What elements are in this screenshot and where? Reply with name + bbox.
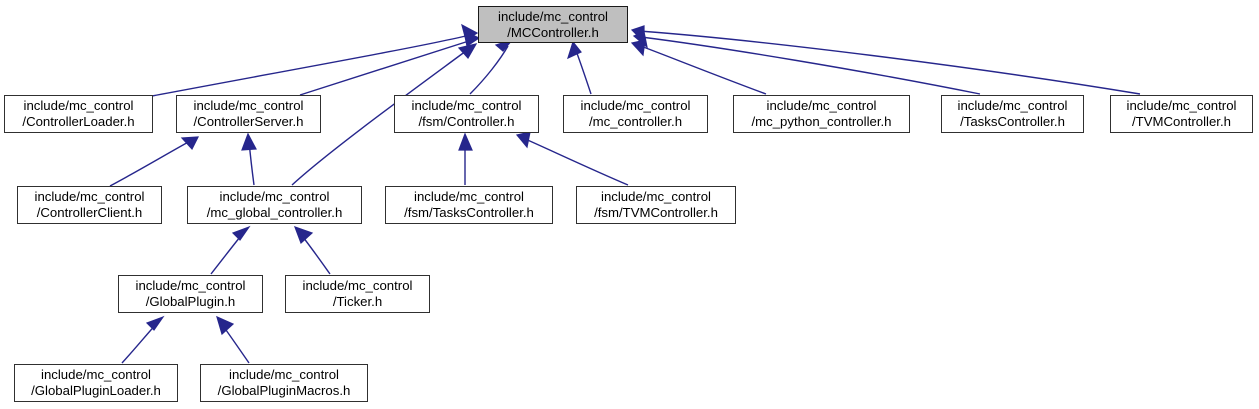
node-label-line2: /ControllerClient.h [36, 205, 143, 220]
arrowhead-globalpluginmacros-to-globalplugin [216, 315, 235, 336]
node-mccontroller[interactable]: include/mc_control/MCController.h [478, 6, 628, 43]
node-label-line1: include/mc_control [411, 98, 522, 114]
node-label-line1: include/mc_control [135, 278, 246, 294]
node-controllerserver[interactable]: include/mc_control/ControllerServer.h [176, 95, 321, 133]
node-label-line1: include/mc_control [766, 98, 877, 114]
edge-globalplugin-to-mcglobalcontroller [210, 231, 245, 275]
node-globalpluginloader[interactable]: include/mc_control/GlobalPluginLoader.h [14, 364, 178, 402]
node-label-line2: /Ticker.h [332, 294, 383, 309]
arrowhead-mccontroller_lc-to-mccontroller [567, 40, 582, 60]
node-globalpluginmacros[interactable]: include/mc_control/GlobalPluginMacros.h [200, 364, 368, 402]
edge-taskscontroller-to-mccontroller [640, 36, 981, 95]
node-label-line1: include/mc_control [498, 8, 608, 24]
node-label-line1: include/mc_control [302, 278, 413, 294]
node-label-line2: /TVMController.h [1132, 114, 1231, 129]
node-label-line2: /mc_python_controller.h [751, 114, 892, 129]
node-fsmtaskscontroller[interactable]: include/mc_control/fsm/TasksController.h [385, 186, 553, 224]
node-label-line2: /fsm/TasksController.h [404, 205, 534, 220]
node-globalplugin[interactable]: include/mc_control/GlobalPlugin.h [118, 275, 263, 313]
node-label-line2: /MCController.h [507, 24, 599, 40]
node-label-line1: include/mc_control [414, 189, 524, 205]
arrowhead-controllerserver-to-mccontroller [463, 29, 481, 47]
arrowhead-fsmtvmcontroller-to-fsmcontroller [515, 131, 531, 149]
arrowhead-mcglobalcontroller-to-controllerserver [241, 132, 257, 151]
edge-fsmcontroller-to-mccontroller [469, 45, 509, 95]
edge-controllerclient-to-controllerserver [109, 139, 193, 187]
node-label-line1: include/mc_control [601, 189, 711, 205]
edge-mcpythoncontroller-to-mccontroller [637, 44, 767, 95]
edge-ticker-to-mcglobalcontroller [298, 231, 331, 275]
node-label-line2: /mc_controller.h [588, 114, 683, 129]
edge-fsmtvmcontroller-to-fsmcontroller [522, 137, 629, 186]
node-controllerloader[interactable]: include/mc_control/ControllerLoader.h [4, 95, 153, 133]
node-fsmtvmcontroller[interactable]: include/mc_control/fsm/TVMController.h [576, 186, 736, 224]
arrowhead-controllerclient-to-controllerserver [180, 136, 200, 151]
arrowhead-mcglobalcontroller-to-mccontroller [457, 43, 478, 60]
node-label-line1: include/mc_control [219, 189, 330, 205]
edge-tvmcontroller-to-mccontroller [638, 30, 1141, 95]
arrowhead-ticker-to-mcglobalcontroller [293, 226, 314, 245]
node-label-line1: include/mc_control [580, 98, 691, 114]
node-label-line1: include/mc_control [193, 98, 304, 114]
edge-controllerserver-to-mccontroller [299, 39, 473, 96]
node-label-line2: /ControllerServer.h [193, 114, 304, 129]
node-controllerclient[interactable]: include/mc_control/ControllerClient.h [17, 186, 162, 224]
edge-globalpluginloader-to-globalplugin [121, 321, 159, 364]
node-label-line1: include/mc_control [23, 98, 134, 114]
node-taskscontroller[interactable]: include/mc_control/TasksController.h [941, 95, 1084, 133]
node-label-line1: include/mc_control [34, 189, 145, 205]
arrowhead-globalpluginloader-to-globalplugin [145, 315, 165, 331]
node-fsmcontroller[interactable]: include/mc_control/fsm/Controller.h [394, 95, 539, 133]
edge-mcglobalcontroller-to-controllerserver [248, 140, 255, 186]
arrowhead-controllerloader-to-mccontroller [461, 23, 479, 41]
edge-controllerloader-to-mccontroller [151, 34, 471, 97]
node-label-line1: include/mc_control [1126, 98, 1237, 114]
arrowhead-taskscontroller-to-mccontroller [632, 31, 648, 49]
arrowhead-tvmcontroller-to-mccontroller [630, 25, 645, 44]
node-label-line2: /TasksController.h [960, 114, 1065, 129]
node-label-line2: /GlobalPluginLoader.h [31, 383, 161, 398]
arrowhead-fsmtaskscontroller-to-fsmcontroller [458, 132, 473, 151]
node-label-line2: /mc_global_controller.h [206, 205, 343, 220]
arrowhead-globalplugin-to-mcglobalcontroller [231, 225, 251, 241]
node-tvmcontroller[interactable]: include/mc_control/TVMController.h [1110, 95, 1253, 133]
node-ticker[interactable]: include/mc_control/Ticker.h [285, 275, 430, 313]
node-mcglobalcontroller[interactable]: include/mc_control/mc_global_controller.… [187, 186, 362, 224]
node-label-line2: /GlobalPluginMacros.h [217, 383, 351, 398]
edge-globalpluginmacros-to-globalplugin [220, 322, 250, 364]
edge-mccontroller_lc-to-mccontroller [574, 47, 592, 95]
node-label-line1: include/mc_control [957, 98, 1068, 114]
node-mccontroller_lc[interactable]: include/mc_control/mc_controller.h [563, 95, 708, 133]
node-mcpythoncontroller[interactable]: include/mc_control/mc_python_controller.… [733, 95, 910, 133]
node-label-line2: /ControllerLoader.h [22, 114, 135, 129]
arrowhead-mcpythoncontroller-to-mccontroller [630, 39, 646, 57]
node-label-line2: /fsm/Controller.h [418, 114, 515, 129]
node-label-line2: /GlobalPlugin.h [145, 294, 236, 309]
node-label-line1: include/mc_control [229, 367, 339, 383]
node-label-line2: /fsm/TVMController.h [594, 205, 718, 220]
node-label-line1: include/mc_control [41, 367, 151, 383]
